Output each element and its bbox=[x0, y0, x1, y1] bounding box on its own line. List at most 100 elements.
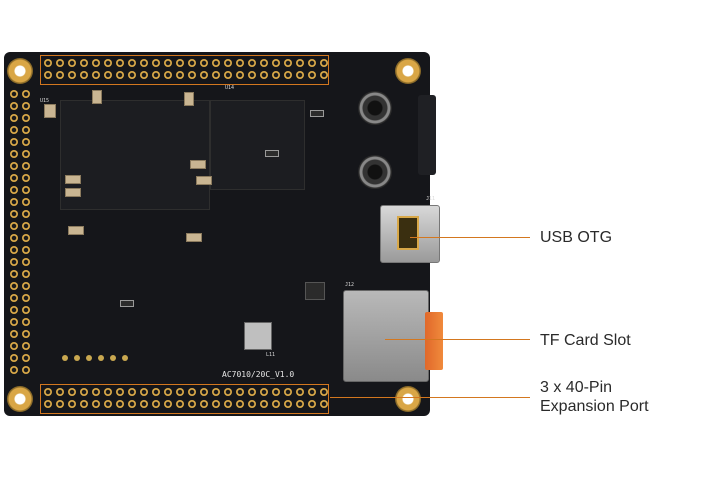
usb-port-opening bbox=[397, 216, 419, 250]
header-pin bbox=[272, 388, 280, 396]
header-pin bbox=[212, 71, 220, 79]
via bbox=[122, 355, 128, 361]
capacitor bbox=[190, 160, 206, 169]
header-pin bbox=[188, 400, 196, 408]
header-pin bbox=[284, 71, 292, 79]
header-pin bbox=[272, 71, 280, 79]
capacitor bbox=[196, 176, 212, 185]
header-pin bbox=[224, 400, 232, 408]
capacitor bbox=[92, 90, 102, 104]
header-pin bbox=[224, 71, 232, 79]
capacitor bbox=[68, 226, 84, 235]
header-pin bbox=[236, 71, 244, 79]
header-pin bbox=[164, 388, 172, 396]
header-pin bbox=[200, 400, 208, 408]
header-pin bbox=[10, 354, 18, 362]
top-expansion-header bbox=[40, 55, 329, 85]
header-pin bbox=[56, 59, 64, 67]
header-pin bbox=[260, 388, 268, 396]
header-pin bbox=[176, 71, 184, 79]
header-pin bbox=[22, 246, 30, 254]
header-pin bbox=[68, 400, 76, 408]
header-pin bbox=[92, 71, 100, 79]
header-pin bbox=[22, 186, 30, 194]
header-pin bbox=[236, 59, 244, 67]
header-pin bbox=[200, 71, 208, 79]
header-pin bbox=[188, 59, 196, 67]
header-pin bbox=[68, 59, 76, 67]
header-pin bbox=[22, 126, 30, 134]
header-pin bbox=[320, 71, 328, 79]
via bbox=[110, 355, 116, 361]
header-pin bbox=[10, 174, 18, 182]
header-pin bbox=[22, 114, 30, 122]
via bbox=[74, 355, 80, 361]
header-pin bbox=[116, 388, 124, 396]
header-pin bbox=[56, 400, 64, 408]
header-pin bbox=[22, 90, 30, 98]
header-pin bbox=[80, 71, 88, 79]
header-pin bbox=[284, 59, 292, 67]
crystal-ref: U15 bbox=[40, 98, 50, 104]
expansion-leader-line bbox=[330, 397, 530, 398]
header-pin bbox=[140, 59, 148, 67]
header-pin bbox=[116, 59, 124, 67]
header-pin bbox=[10, 366, 18, 374]
header-pin bbox=[308, 59, 316, 67]
ic-ref: U14 bbox=[225, 85, 235, 91]
capacitor bbox=[184, 92, 194, 106]
header-pin bbox=[164, 59, 172, 67]
header-pin bbox=[272, 400, 280, 408]
fpga-chip-area bbox=[60, 100, 210, 210]
header-pin bbox=[44, 388, 52, 396]
resistor bbox=[265, 150, 279, 157]
header-pin bbox=[128, 59, 136, 67]
usb-leader-line bbox=[410, 237, 530, 238]
header-pin bbox=[248, 400, 256, 408]
header-pin bbox=[22, 162, 30, 170]
header-pin bbox=[176, 59, 184, 67]
capacitor bbox=[186, 233, 202, 242]
bottom-expansion-header bbox=[40, 384, 329, 414]
header-pin bbox=[44, 59, 52, 67]
header-pin bbox=[188, 71, 196, 79]
header-pin bbox=[44, 71, 52, 79]
header-pin bbox=[152, 71, 160, 79]
header-pin bbox=[22, 138, 30, 146]
header-pin bbox=[10, 186, 18, 194]
header-pin bbox=[200, 59, 208, 67]
header-pin bbox=[140, 400, 148, 408]
header-pin bbox=[140, 71, 148, 79]
header-pin bbox=[296, 400, 304, 408]
header-pin bbox=[56, 388, 64, 396]
header-pin bbox=[128, 388, 136, 396]
header-pin bbox=[152, 388, 160, 396]
usb-otg-callout: USB OTG bbox=[540, 229, 613, 246]
header-pin bbox=[248, 388, 256, 396]
header-pin bbox=[80, 400, 88, 408]
tf-card-slot-callout: TF Card Slot bbox=[540, 332, 631, 349]
header-pin bbox=[10, 90, 18, 98]
board-silkscreen-label: AC7010/20C_V1.0 bbox=[222, 370, 295, 379]
top-header-pins bbox=[42, 57, 330, 81]
header-pin bbox=[164, 400, 172, 408]
header-pin bbox=[320, 400, 328, 408]
header-pin bbox=[116, 71, 124, 79]
header-pin bbox=[308, 388, 316, 396]
mounting-hole-top-left bbox=[7, 58, 33, 84]
header-pin bbox=[296, 71, 304, 79]
header-pin bbox=[92, 388, 100, 396]
header-pin bbox=[284, 388, 292, 396]
header-pin bbox=[10, 126, 18, 134]
header-pin bbox=[22, 198, 30, 206]
resistor bbox=[120, 300, 134, 307]
capacitor bbox=[65, 188, 81, 197]
header-pin bbox=[104, 71, 112, 79]
header-pin bbox=[92, 59, 100, 67]
header-pin bbox=[212, 59, 220, 67]
header-pin bbox=[284, 400, 292, 408]
header-pin bbox=[128, 400, 136, 408]
user-button bbox=[358, 155, 392, 189]
reset-button bbox=[358, 91, 392, 125]
header-pin bbox=[176, 388, 184, 396]
